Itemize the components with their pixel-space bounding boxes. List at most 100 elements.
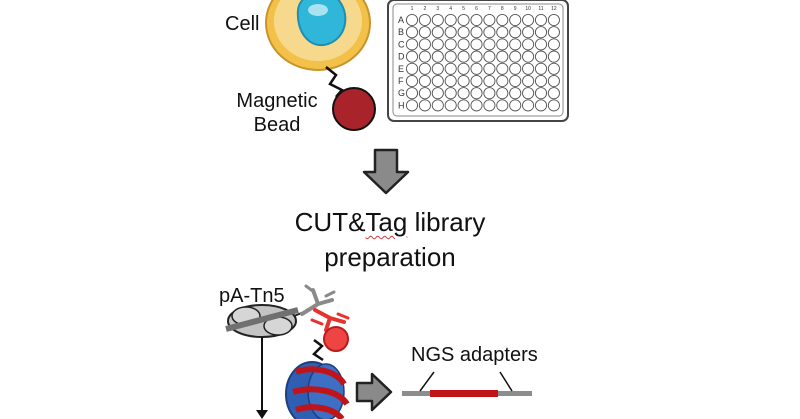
plate-well bbox=[405, 50, 419, 63]
plate-well bbox=[418, 99, 431, 112]
plate-well bbox=[470, 99, 483, 112]
plate-well bbox=[470, 38, 483, 51]
plate-well bbox=[483, 74, 496, 88]
plate-well bbox=[522, 74, 535, 88]
plate-well bbox=[405, 74, 419, 88]
plate-well bbox=[457, 38, 470, 51]
plate-row-label: C bbox=[398, 39, 405, 49]
plate-well bbox=[431, 38, 444, 51]
plate-column-label: 1 bbox=[411, 6, 414, 12]
plate-column-label: 8 bbox=[501, 6, 504, 12]
plate-column-label: 10 bbox=[525, 6, 531, 12]
plate-well bbox=[534, 62, 548, 75]
plate-well bbox=[431, 99, 444, 112]
plate-well bbox=[547, 74, 560, 88]
plate-well bbox=[444, 13, 457, 27]
plate-well bbox=[405, 62, 419, 75]
plate-well bbox=[534, 87, 548, 100]
magnetic-bead-label-line1: Magnetic bbox=[236, 90, 318, 112]
plate-well bbox=[496, 38, 509, 51]
plate-well bbox=[483, 50, 496, 63]
plate-column-label: 5 bbox=[462, 6, 465, 12]
ngs-adapters-label: NGS adapters bbox=[411, 344, 538, 366]
plate-well bbox=[405, 26, 419, 39]
magnetic-bead-label: Magnetic Bead bbox=[222, 89, 332, 137]
plate-well bbox=[547, 62, 560, 75]
plate-well bbox=[522, 38, 535, 51]
plate-well bbox=[418, 74, 431, 88]
plate-well bbox=[405, 38, 419, 51]
cell-label: Cell bbox=[225, 13, 260, 35]
plate-well bbox=[483, 26, 496, 39]
plate-well bbox=[534, 26, 548, 39]
plate-well bbox=[444, 99, 457, 112]
process-arrow bbox=[256, 337, 268, 419]
plate-well bbox=[522, 50, 535, 63]
plate-well bbox=[496, 87, 509, 100]
plate-row-label: D bbox=[398, 52, 405, 62]
plate-well bbox=[534, 50, 548, 63]
pa-tn5-label: pA-Tn5 bbox=[219, 285, 285, 307]
plate-well bbox=[457, 13, 470, 27]
down-arrow-icon bbox=[362, 148, 410, 195]
plate-well bbox=[509, 13, 522, 27]
plate-row-label: A bbox=[398, 15, 404, 25]
plate-well bbox=[444, 62, 457, 75]
plate-well bbox=[547, 38, 560, 51]
plate-well bbox=[470, 62, 483, 75]
plate-well bbox=[431, 26, 444, 39]
plate-well bbox=[509, 99, 522, 112]
plate-column-label: 4 bbox=[449, 6, 452, 12]
plate-well bbox=[509, 50, 522, 63]
magnetic-bead-label-line2: Bead bbox=[253, 114, 301, 136]
plate-row-label: H bbox=[398, 100, 405, 110]
plate-well bbox=[457, 99, 470, 112]
plate-well bbox=[496, 62, 509, 75]
plate-well bbox=[444, 74, 457, 88]
plate-well bbox=[470, 13, 483, 27]
plate-well bbox=[547, 50, 560, 63]
plate-well bbox=[418, 87, 431, 100]
plate-column-label: 11 bbox=[538, 6, 543, 12]
plate-column-label: 6 bbox=[475, 6, 478, 12]
plate-well bbox=[457, 62, 470, 75]
plate-column-label: 9 bbox=[514, 6, 517, 12]
plate-well bbox=[483, 87, 496, 100]
plate-well bbox=[547, 13, 560, 27]
plate-well bbox=[457, 26, 470, 39]
tether-icon bbox=[312, 339, 324, 362]
plate-well bbox=[457, 87, 470, 100]
plate-well bbox=[483, 38, 496, 51]
plate-column-label: 3 bbox=[436, 6, 439, 12]
plate-well bbox=[483, 99, 496, 112]
plate-well bbox=[496, 26, 509, 39]
plate-well bbox=[457, 50, 470, 63]
plate-well bbox=[444, 26, 457, 39]
plate-well bbox=[522, 62, 535, 75]
plate-well bbox=[418, 62, 431, 75]
plate-well bbox=[418, 13, 431, 27]
plate-column-label: 7 bbox=[488, 6, 491, 12]
plate-row-label: F bbox=[398, 76, 404, 86]
plate-well bbox=[522, 13, 535, 27]
plate-well bbox=[457, 74, 470, 88]
dna-fragment-icon bbox=[402, 371, 532, 397]
plate-well bbox=[431, 87, 444, 100]
plate-well bbox=[405, 99, 419, 112]
plate-well bbox=[444, 87, 457, 100]
plate-well bbox=[509, 26, 522, 39]
plate-well bbox=[483, 62, 496, 75]
plate-well bbox=[431, 13, 444, 27]
plate-row-label: B bbox=[398, 27, 404, 37]
plate-well bbox=[496, 99, 509, 112]
plate-well bbox=[509, 87, 522, 100]
step-title: CUT&Tag library bbox=[250, 206, 530, 238]
plate-well bbox=[534, 13, 548, 27]
plate-well bbox=[496, 50, 509, 63]
cell-icon bbox=[265, 0, 371, 71]
plate-well bbox=[534, 38, 548, 51]
plate-well bbox=[405, 87, 419, 100]
plate-well bbox=[509, 74, 522, 88]
